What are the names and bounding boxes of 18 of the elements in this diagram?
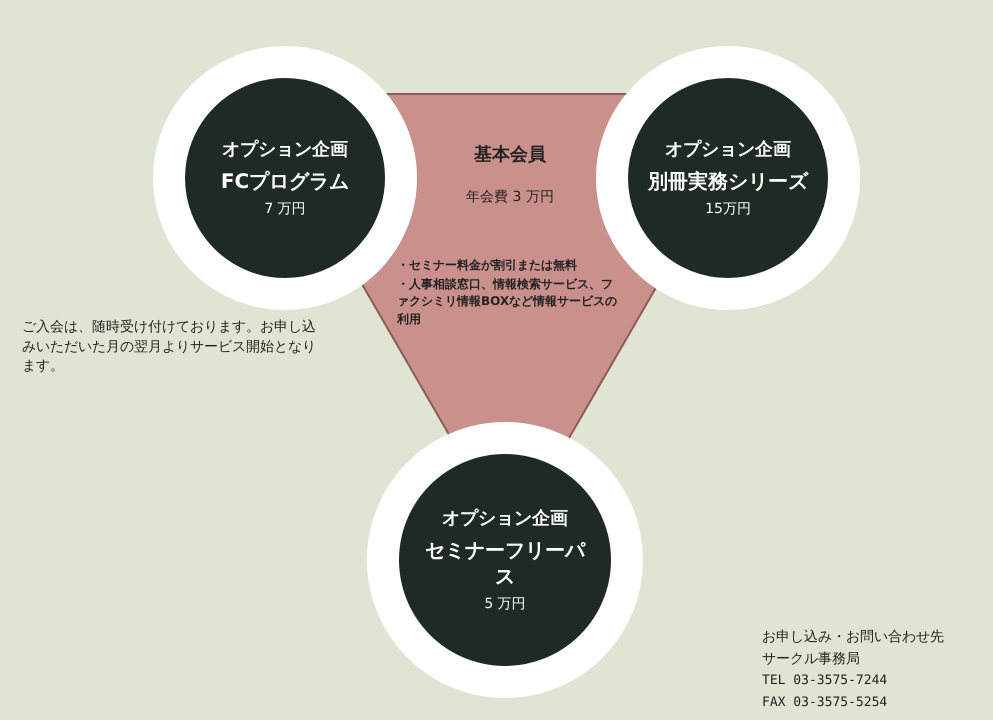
fax-number: FAX 03-3575-5254	[762, 694, 888, 712]
plan-name: セミナーフリーパス	[424, 536, 587, 589]
heading: 基本会員	[473, 143, 547, 167]
option-heading: オプション企画	[442, 507, 568, 531]
office-name: サークル事務局	[762, 650, 861, 669]
contact-heading: お申し込み・お問い合わせ先	[762, 628, 945, 647]
phone-number: TEL 03-3575-7244	[762, 672, 888, 690]
plan-name: FCプログラム	[220, 168, 350, 194]
price-text: 5 万円	[484, 594, 526, 613]
note-text: ご入会は、随時受け付けております。お申し込みいただいた月の翌月よりサービス開始となります。	[22, 318, 317, 376]
bullet-item: ・セミナー料金が割引または無料	[397, 257, 578, 274]
bullet-item: ・人事相談窓口、情報検索サービス、ファクシミリ情報BOXなど情報サービスの利用	[397, 276, 618, 328]
option-heading: オプション企画	[665, 138, 791, 162]
price-text: 15万円	[705, 200, 751, 218]
price-text: 7 万円	[264, 200, 306, 218]
plan-name: 別冊実務シリーズ	[648, 168, 808, 194]
fee-text: 年会費 3 万円	[465, 188, 555, 207]
option-heading: オプション企画	[222, 138, 348, 162]
